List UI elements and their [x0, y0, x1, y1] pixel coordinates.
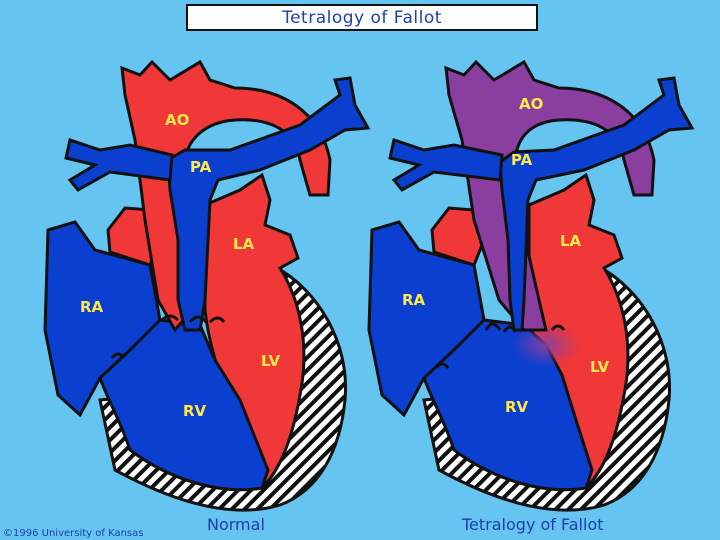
- tof-heart: AO PA LA RA LV RV: [367, 59, 695, 512]
- normal-aorta: [120, 59, 332, 333]
- tof-vsd-mixing: [512, 323, 580, 367]
- normal-label-ra: RA: [80, 298, 104, 316]
- tof-aorta: [444, 59, 656, 332]
- tof-valves: [434, 322, 566, 369]
- caption-normal: Normal: [207, 515, 265, 534]
- normal-label-pa: PA: [190, 158, 212, 176]
- tof-label-rv: RV: [505, 398, 529, 416]
- tof-label-ra: RA: [402, 291, 426, 309]
- tof-label-ao: AO: [519, 95, 543, 113]
- normal-right-ventricle: [98, 318, 270, 492]
- normal-label-rv: RV: [183, 402, 207, 420]
- normal-label-la: LA: [233, 235, 255, 253]
- normal-valves: [110, 314, 226, 359]
- tof-pulmonary-artery-left-branch: [388, 138, 504, 192]
- diagram-title: Tetralogy of Fallot: [186, 4, 538, 31]
- normal-label-lv: LV: [261, 352, 280, 370]
- normal-pulmonary-artery-left-branch: [64, 138, 174, 192]
- tof-label-pa: PA: [511, 151, 533, 169]
- caption-tetralogy: Tetralogy of Fallot: [461, 515, 604, 534]
- tof-label-lv: LV: [590, 358, 609, 376]
- tof-label-la: LA: [560, 232, 582, 250]
- normal-heart: AO PA LA RA LV RV: [43, 59, 371, 512]
- normal-label-ao: AO: [165, 111, 189, 129]
- copyright-notice: ©1996 University of Kansas: [3, 528, 143, 539]
